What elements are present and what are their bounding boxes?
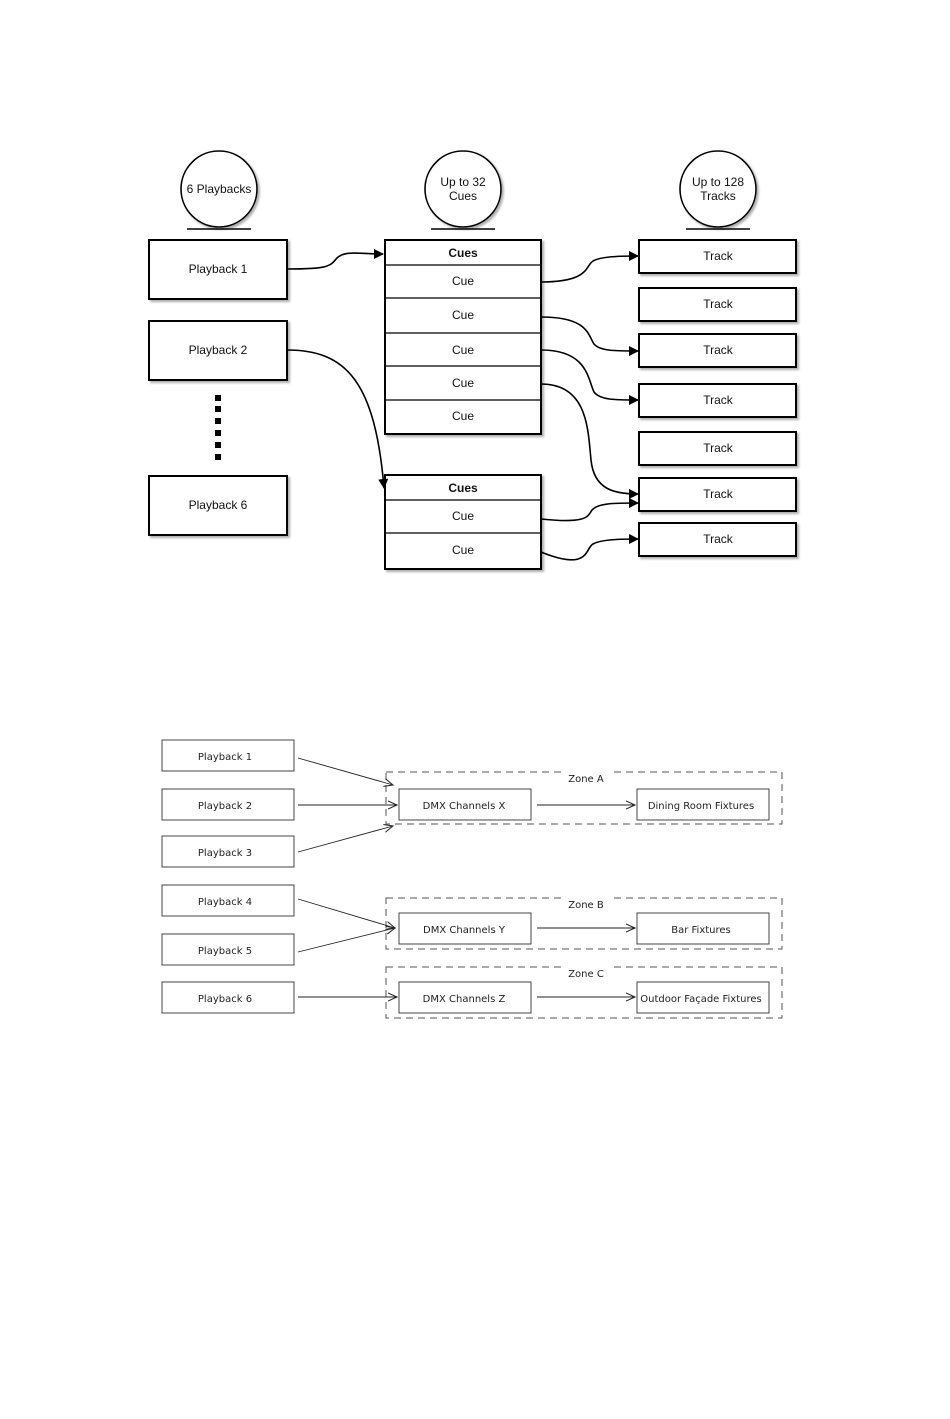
zone-routing-diagram: Zone A Zone B Zone C Playback 1 Playback… [161,739,783,1019]
playback-label: Playback 6 [198,994,252,1005]
playback-label: Playback 1 [189,262,248,276]
fixtures-label: Outdoor Façade Fixtures [640,994,762,1005]
track-label: Track [703,297,734,311]
zone-label: Zone C [568,969,604,980]
connector-arrow [286,248,384,270]
header-tracks-line2: Tracks [700,189,736,203]
connector-arrow [297,757,393,785]
header-tracks: Up to 128 Tracks [679,150,757,230]
dmx-channels-box: DMX Channels Y [398,912,532,945]
cue-item: Cue [452,376,474,390]
connector-arrow [540,534,639,561]
connector-arrow [540,498,639,522]
fixtures-box: Outdoor Façade Fixtures [636,981,770,1014]
connector-arrow [297,826,393,853]
track-box: Track [638,383,797,418]
playback-label: Playback 5 [198,946,252,957]
playback-label: Playback 1 [198,752,252,763]
playback-box: Playback 2 [161,788,295,821]
header-cues-line2: Cues [449,189,477,203]
playback-box: Playback 6 [148,475,288,536]
cue-item: Cue [452,543,474,557]
connector-arrow [286,349,389,489]
track-label: Track [703,393,734,407]
track-box: Track [638,333,797,368]
playback-box: Playback 3 [161,835,295,868]
playback-label: Playback 6 [189,498,248,512]
track-box: Track [638,431,797,466]
playback-cue-track-diagram: 6 Playbacks Up to 32 Cues Up to 128 Trac… [148,150,797,570]
header-cues: Up to 32 Cues [424,150,502,230]
dmx-channels-label: DMX Channels Y [423,925,506,936]
playback-box: Playback 1 [148,239,288,300]
fixtures-label: Dining Room Fixtures [648,801,754,812]
connector-arrow [540,383,639,499]
connector-arrow [297,928,395,953]
cue-item: Cue [452,308,474,322]
header-playbacks: 6 Playbacks [180,150,258,230]
track-label: Track [703,249,734,263]
cue-item: Cue [452,509,474,523]
track-label: Track [703,441,734,455]
connector-arrow [297,898,395,928]
cue-item: Cue [452,409,474,423]
playback-box: Playback 1 [161,739,295,772]
dmx-channels-label: DMX Channels Z [423,994,506,1005]
connector-arrow [540,251,639,283]
header-playbacks-label: 6 Playbacks [187,182,252,196]
zone-label: Zone B [568,900,604,911]
dmx-channels-label: DMX Channels X [423,801,506,812]
playback-box: Playback 6 [161,981,295,1014]
connector-arrow [540,316,639,356]
cue-list-title: Cues [448,481,478,495]
dmx-channels-box: DMX Channels Z [398,981,532,1014]
track-label: Track [703,532,734,546]
playback-box: Playback 5 [161,933,295,966]
playback-box: Playback 4 [161,884,295,917]
playback-label: Playback 2 [198,801,252,812]
ellipsis-dots [215,395,221,460]
zone-c: Zone C [385,964,783,1019]
cue-list-title: Cues [448,246,478,260]
track-box: Track [638,522,797,557]
fixtures-box: Bar Fixtures [636,912,770,945]
zone-label: Zone A [568,774,604,785]
playback-label: Playback 3 [198,848,252,859]
cue-list: Cues Cue Cue [384,474,542,570]
playback-label: Playback 2 [189,343,248,357]
zone-a: Zone A [385,769,783,825]
cue-item: Cue [452,343,474,357]
connector-arrow [540,349,639,405]
fixtures-box: Dining Room Fixtures [636,788,770,821]
track-label: Track [703,487,734,501]
dmx-channels-box: DMX Channels X [398,788,532,821]
cue-item: Cue [452,274,474,288]
fixtures-label: Bar Fixtures [671,925,731,936]
track-box: Track [638,287,797,322]
track-box: Track [638,477,797,512]
header-tracks-line1: Up to 128 [692,175,744,189]
playback-box: Playback 2 [148,320,288,381]
track-label: Track [703,343,734,357]
header-cues-line1: Up to 32 [440,175,486,189]
playback-label: Playback 4 [198,897,252,908]
track-box: Track [638,239,797,274]
cue-list: Cues Cue Cue Cue Cue Cue [384,239,542,435]
